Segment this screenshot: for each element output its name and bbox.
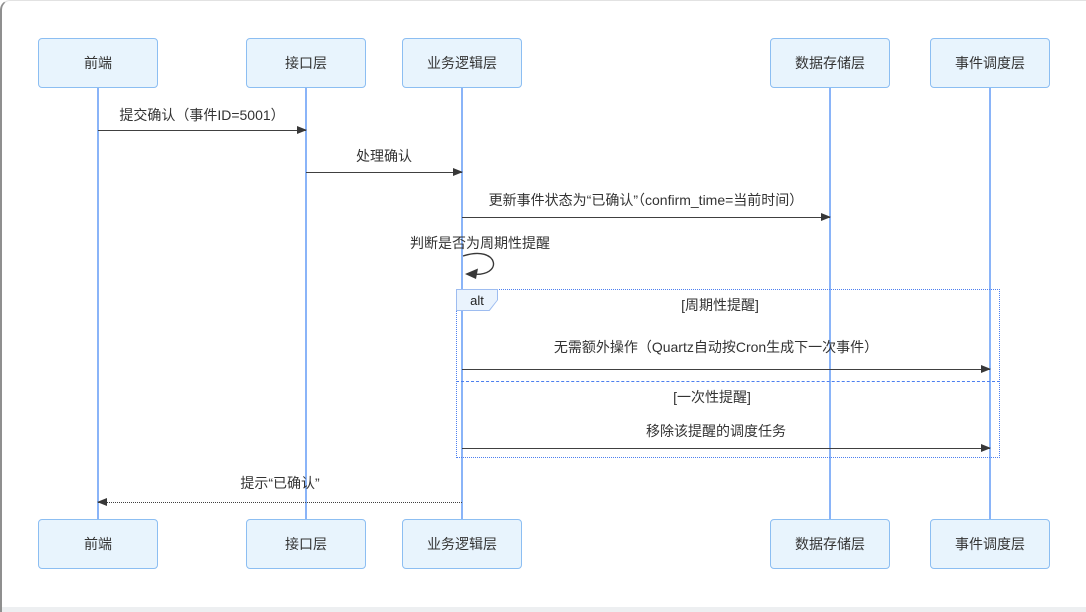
actor-top-scheduler-layer: 事件调度层 — [930, 38, 1050, 88]
alt-fragment-divider — [456, 381, 1000, 382]
message-arrow-confirmed-toast — [97, 498, 462, 506]
alt-fragment-label: alt — [456, 289, 498, 311]
actor-top-api-layer: 接口层 — [246, 38, 366, 88]
lifeline-scheduler-layer — [989, 88, 991, 521]
actor-bottom-api-layer: 接口层 — [246, 519, 366, 569]
lifeline-frontend — [97, 88, 99, 521]
message-label-check-periodic: 判断是否为周期性提醒 — [410, 235, 550, 251]
actor-bottom-storage-layer: 数据存储层 — [770, 519, 890, 569]
actor-top-frontend: 前端 — [38, 38, 158, 88]
message-arrow-submit-confirm — [98, 126, 307, 134]
message-label-submit-confirm: 提交确认（事件ID=5001） — [119, 107, 285, 123]
actor-top-business-layer: 业务逻辑层 — [402, 38, 522, 88]
alt-fragment-frame — [456, 289, 1000, 458]
page-bottom-strip — [2, 607, 1086, 612]
message-label-update-status: 更新事件状态为“已确认”（confirm_time=当前时间） — [488, 192, 804, 208]
lifeline-api-layer — [305, 88, 307, 521]
self-loop-arrow-check-periodic — [462, 252, 495, 279]
alt-condition-periodic: [周期性提醒] — [681, 297, 759, 313]
message-arrow-update-status — [462, 213, 831, 221]
message-arrow-remove-task — [462, 444, 991, 452]
actor-bottom-frontend: 前端 — [38, 519, 158, 569]
actor-bottom-scheduler-layer: 事件调度层 — [930, 519, 1050, 569]
message-arrow-no-extra-action — [462, 365, 991, 373]
message-arrow-process-confirm — [306, 168, 463, 176]
message-label-process-confirm: 处理确认 — [356, 148, 412, 164]
message-label-remove-task: 移除该提醒的调度任务 — [646, 423, 786, 439]
actor-top-storage-layer: 数据存储层 — [770, 38, 890, 88]
alt-condition-one-time: [一次性提醒] — [673, 389, 751, 405]
message-label-confirmed-toast: 提示“已确认” — [240, 475, 320, 491]
lifeline-storage-layer — [829, 88, 831, 521]
alt-keyword: alt — [457, 290, 497, 310]
message-label-no-extra-action: 无需额外操作（Quartz自动按Cron生成下一次事件） — [553, 339, 879, 355]
actor-bottom-business-layer: 业务逻辑层 — [402, 519, 522, 569]
